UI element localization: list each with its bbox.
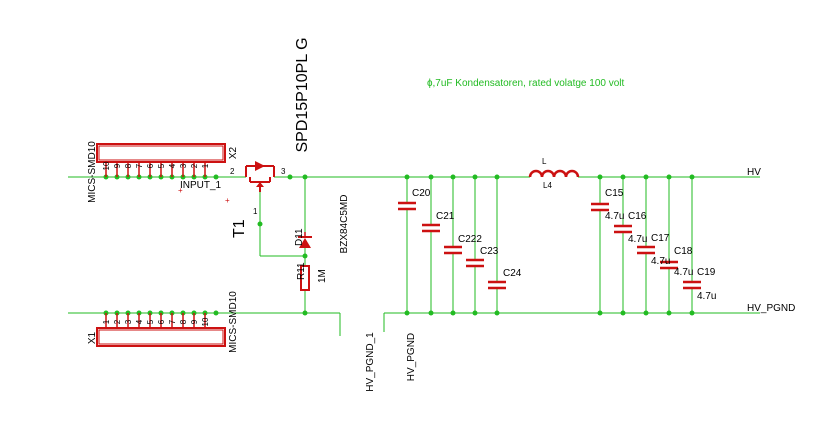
capacitor-c18[interactable] [660,260,678,270]
capacitor-c19-name: C19 [697,267,716,278]
hv-net-label: HV [747,167,761,178]
capacitor-c17[interactable] [637,245,655,255]
capacitor-labels: C20 C21 C222 C23 C24 C15 C16 C17 C18 C19… [412,188,716,302]
resistor-value: 1M [317,269,328,283]
svg-text:1: 1 [201,163,210,168]
inductor-l[interactable]: L L4 [528,157,580,190]
svg-text:5: 5 [157,163,166,168]
svg-text:7: 7 [135,163,144,168]
zener-name: D11 [294,228,305,246]
capacitor-c17-name: C17 [651,233,670,244]
capacitor-c17-value: 4.7u [651,256,670,267]
inductor-value: L4 [543,181,552,190]
capacitor-c23[interactable] [466,258,484,268]
capacitor-c222-name: C222 [458,234,482,245]
capacitor-note: ɸ,7uF Kondensatoren, rated volatge 100 v… [427,78,625,89]
transistor-gate-arrow-icon [256,182,264,187]
svg-text:4: 4 [135,319,144,324]
capacitor-c222[interactable] [444,245,462,255]
capacitor-c16-name: C16 [628,211,647,222]
transistor-name: T1 [231,219,248,238]
capacitors [398,201,701,290]
hv-pgnd-net-label: HV_PGND [747,303,795,314]
svg-text:3: 3 [179,163,188,168]
capacitor-c16[interactable] [614,224,632,234]
svg-text:10: 10 [201,317,210,326]
zener-diode-icon [299,238,311,248]
connector-x1-pin-labels: 1 2 3 4 5 6 7 8 9 10 [102,317,210,326]
resistor-body [300,265,310,291]
svg-text:8: 8 [124,163,133,168]
transistor-pin2-label: 2 [230,167,235,176]
transistor-body-diode-icon [255,161,265,171]
capacitor-c18-name: C18 [674,246,693,257]
connector-x2-name: X2 [228,146,239,159]
transistor-pin3-label: 3 [281,167,286,176]
hv-pgnd-1-label: HV_PGND_1 [365,332,376,392]
connector-x2-package: MICS-SMD10 [87,141,98,203]
svg-text:2: 2 [113,319,122,324]
resistor-name: R11 [296,262,307,280]
connector-x2-pin-labels: 10 9 8 7 6 5 4 3 2 1 [102,161,210,170]
capacitor-c24-name: C24 [503,268,522,279]
capacitor-c15-value: 4.7u [605,211,624,222]
connector-x1-name: X1 [87,331,98,344]
capacitor-c19-value: 4.7u [697,291,716,302]
input-net-label: INPUT_1 [180,180,222,191]
connector-x1[interactable]: 1 2 3 4 5 6 7 8 9 10 X1 MICS-SMD10 [87,291,239,353]
transistor-pin1-label: 1 [253,207,258,216]
capacitor-c18-value: 4.7u [674,267,693,278]
capacitor-c20[interactable] [398,201,416,211]
resistor-r11[interactable]: R11 1M [296,262,328,291]
svg-text:2: 2 [190,163,199,168]
capacitor-c23-name: C23 [480,246,499,257]
capacitor-c16-value: 4.7u [628,234,647,245]
capacitor-c21[interactable] [422,223,440,233]
capacitor-c15-name: C15 [605,188,624,199]
capacitor-c21-name: C21 [436,211,455,222]
svg-text:7: 7 [168,319,177,324]
connector-x2-body [96,143,226,163]
capacitor-c19[interactable] [683,280,701,290]
svg-text:3: 3 [124,319,133,324]
transistor-t1[interactable]: 2 3 1 T1 SPD15P10PL G [230,37,311,238]
svg-text:9: 9 [190,319,199,324]
svg-text:9: 9 [113,163,122,168]
capacitor-c20-name: C20 [412,188,431,199]
svg-text:4: 4 [168,163,177,168]
svg-text:6: 6 [146,163,155,168]
hv-pgnd-2-label: HV_PGND [406,333,417,381]
svg-text:1: 1 [102,319,111,324]
inductor-name: L [542,157,547,166]
capacitor-c15[interactable] [591,202,609,212]
svg-text:8: 8 [179,319,188,324]
zener-value: BZX84C5MD [339,195,350,254]
capacitor-c24[interactable] [488,280,506,290]
connector-x1-package: MICS-SMD10 [228,291,239,353]
connector-x2[interactable]: 10 9 8 7 6 5 4 3 2 1 X2 MICS-SMD10 [87,141,239,203]
svg-text:5: 5 [146,319,155,324]
inductor-coil-icon [528,169,580,178]
svg-text:10: 10 [102,161,111,170]
input-origin-mark: + [178,186,183,195]
connector-x1-body [96,327,226,347]
zener-d11[interactable]: D11 BZX84C5MD [294,195,350,254]
transistor-origin-mark: + [225,196,230,205]
wires [68,176,760,336]
transistor-value: SPD15P10PL G [294,37,311,152]
svg-text:6: 6 [157,319,166,324]
